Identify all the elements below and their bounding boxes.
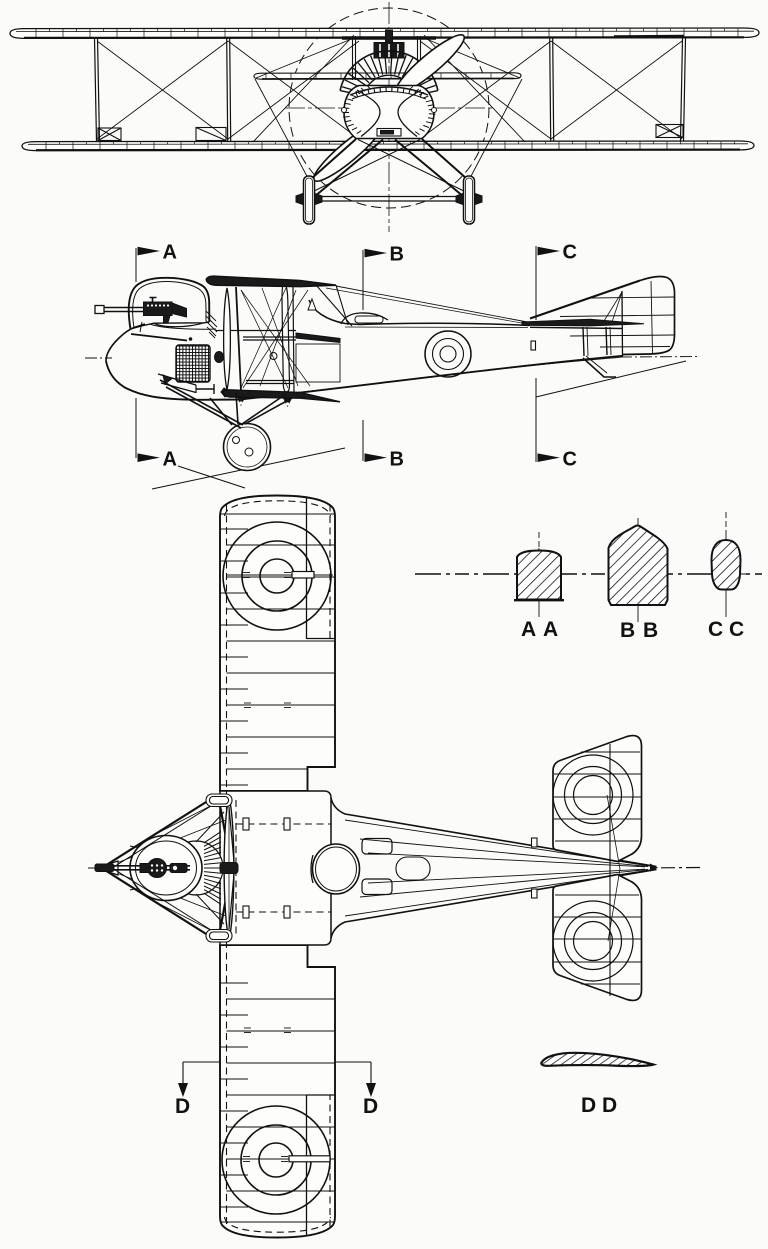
svg-text:B: B	[643, 619, 658, 642]
svg-text:A: A	[521, 618, 536, 641]
svg-text:B: B	[620, 619, 635, 642]
svg-text:D: D	[175, 1095, 190, 1118]
svg-text:C: C	[563, 449, 577, 471]
svg-text:A: A	[163, 242, 177, 264]
svg-text:B: B	[390, 244, 404, 266]
svg-text:C: C	[729, 618, 744, 641]
svg-text:C: C	[708, 618, 723, 641]
svg-text:D: D	[581, 1094, 596, 1117]
svg-text:D: D	[602, 1094, 617, 1117]
svg-text:C: C	[563, 242, 577, 264]
svg-text:D: D	[363, 1095, 378, 1118]
svg-text:A: A	[163, 449, 177, 471]
svg-text:B: B	[390, 449, 404, 471]
svg-text:A: A	[543, 618, 558, 641]
